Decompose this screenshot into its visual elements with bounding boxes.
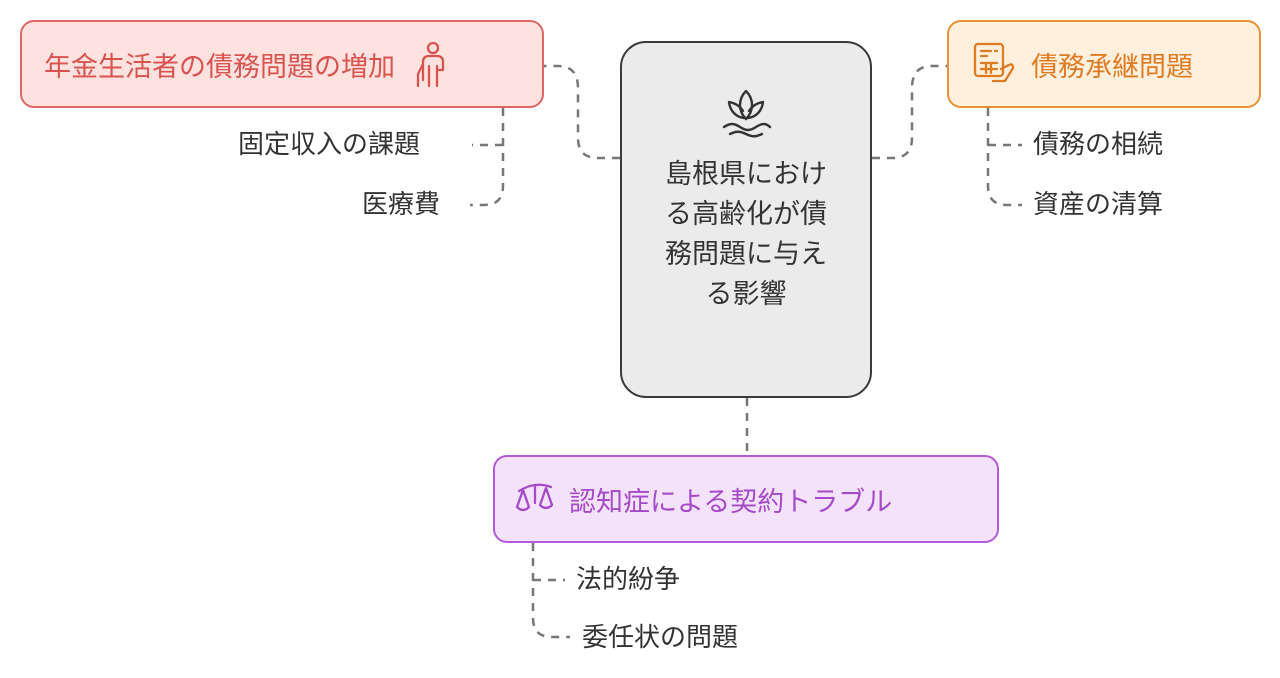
connector-pension-items — [470, 108, 505, 207]
connector-center-inheritance — [872, 64, 947, 160]
document-hand-icon — [971, 41, 1015, 87]
debt-inheritance-node: 債務承継問題 — [947, 20, 1261, 108]
pension-debt-title: 年金生活者の債務問題の増加 — [44, 51, 395, 83]
elderly-person-icon — [413, 40, 453, 88]
center-node: 島根県における高齢化が債務問題に与える影響 — [620, 41, 872, 398]
lotus-icon — [718, 85, 774, 141]
medical-cost-item: 医療費 — [362, 190, 441, 220]
scale-icon — [513, 477, 557, 521]
connector-center-pension — [544, 64, 620, 160]
asset-liquidation-item: 資産の清算 — [1033, 190, 1164, 220]
center-title: 島根県における高齢化が債務問題に与える影響 — [665, 159, 827, 310]
fixed-income-item: 固定収入の課題 — [238, 130, 421, 160]
dementia-contract-node: 認知症による契約トラブル — [493, 455, 999, 543]
connector-inheritance-items — [986, 108, 1022, 207]
debt-inheritance-title: 債務承継問題 — [1031, 51, 1193, 83]
debt-inheritance-item: 債務の相続 — [1033, 130, 1164, 160]
connector-dementia-items — [531, 543, 570, 639]
dementia-contract-title: 認知症による契約トラブル — [569, 486, 893, 518]
pension-debt-node: 年金生活者の債務問題の増加 — [20, 20, 544, 108]
legal-dispute-item: 法的紛争 — [576, 565, 681, 595]
power-of-attorney-item: 委任状の問題 — [582, 623, 739, 653]
